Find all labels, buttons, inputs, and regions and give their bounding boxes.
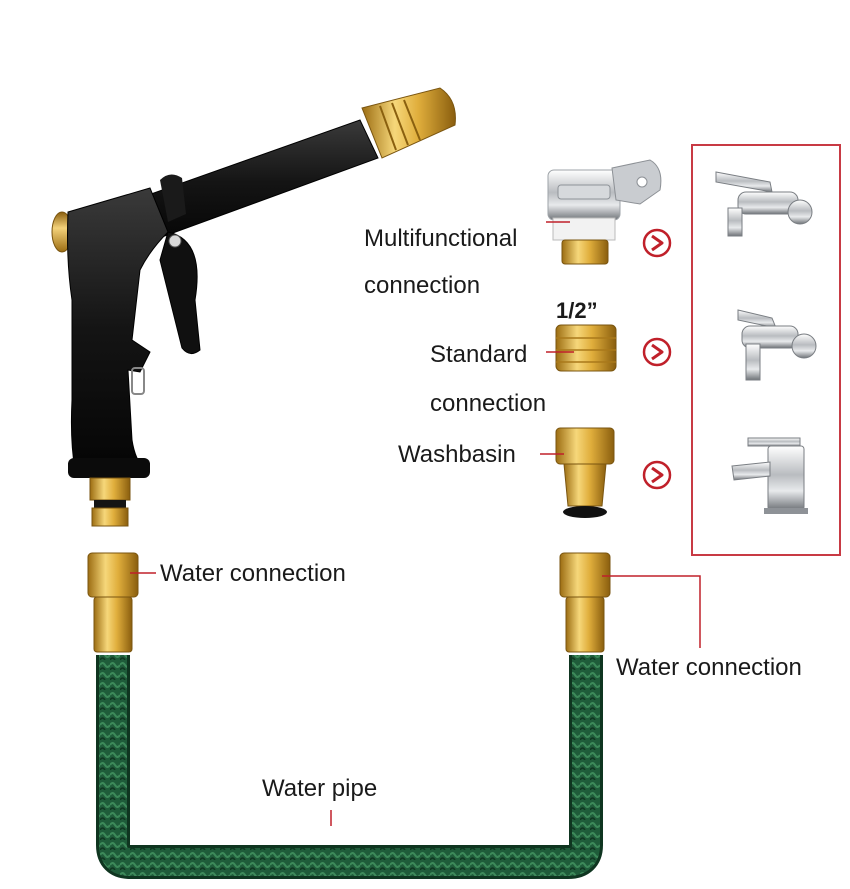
standard-label-line2: connection xyxy=(430,390,547,417)
standard-adapter xyxy=(555,324,617,372)
hose-connector-left xyxy=(87,552,139,653)
basin-mixer-icon xyxy=(731,437,808,514)
washbasin-label: Washbasin xyxy=(398,441,516,468)
hose-connector-right xyxy=(559,552,611,653)
faucet-frame xyxy=(691,144,841,556)
water-connection-right-label: Water connection xyxy=(616,654,802,681)
wall-faucet-icon xyxy=(715,171,813,237)
water-pipe-label: Water pipe xyxy=(262,775,378,802)
standard-label-line1: Standard xyxy=(430,341,528,368)
trigger xyxy=(159,231,201,354)
water-connection-left-label: Water connection xyxy=(160,560,346,587)
size-label: 1/2” xyxy=(556,298,598,323)
multifunctional-label-line2: connection xyxy=(364,272,481,299)
washbasin-adapter xyxy=(555,427,615,518)
arrow-right-icon xyxy=(642,460,672,490)
arrow-right-icon xyxy=(642,228,672,258)
leader-lines xyxy=(130,221,701,826)
multifunctional-adapter xyxy=(547,159,662,265)
spray-gun xyxy=(51,87,456,527)
water-pipe-hose xyxy=(96,655,603,879)
multifunctional-label-line1: Multifunctional xyxy=(364,225,518,252)
gun-quick-connector xyxy=(89,477,131,527)
garden-tap-icon xyxy=(737,309,817,381)
brass-nozzle xyxy=(361,87,456,159)
arrow-right-icon xyxy=(642,337,672,367)
